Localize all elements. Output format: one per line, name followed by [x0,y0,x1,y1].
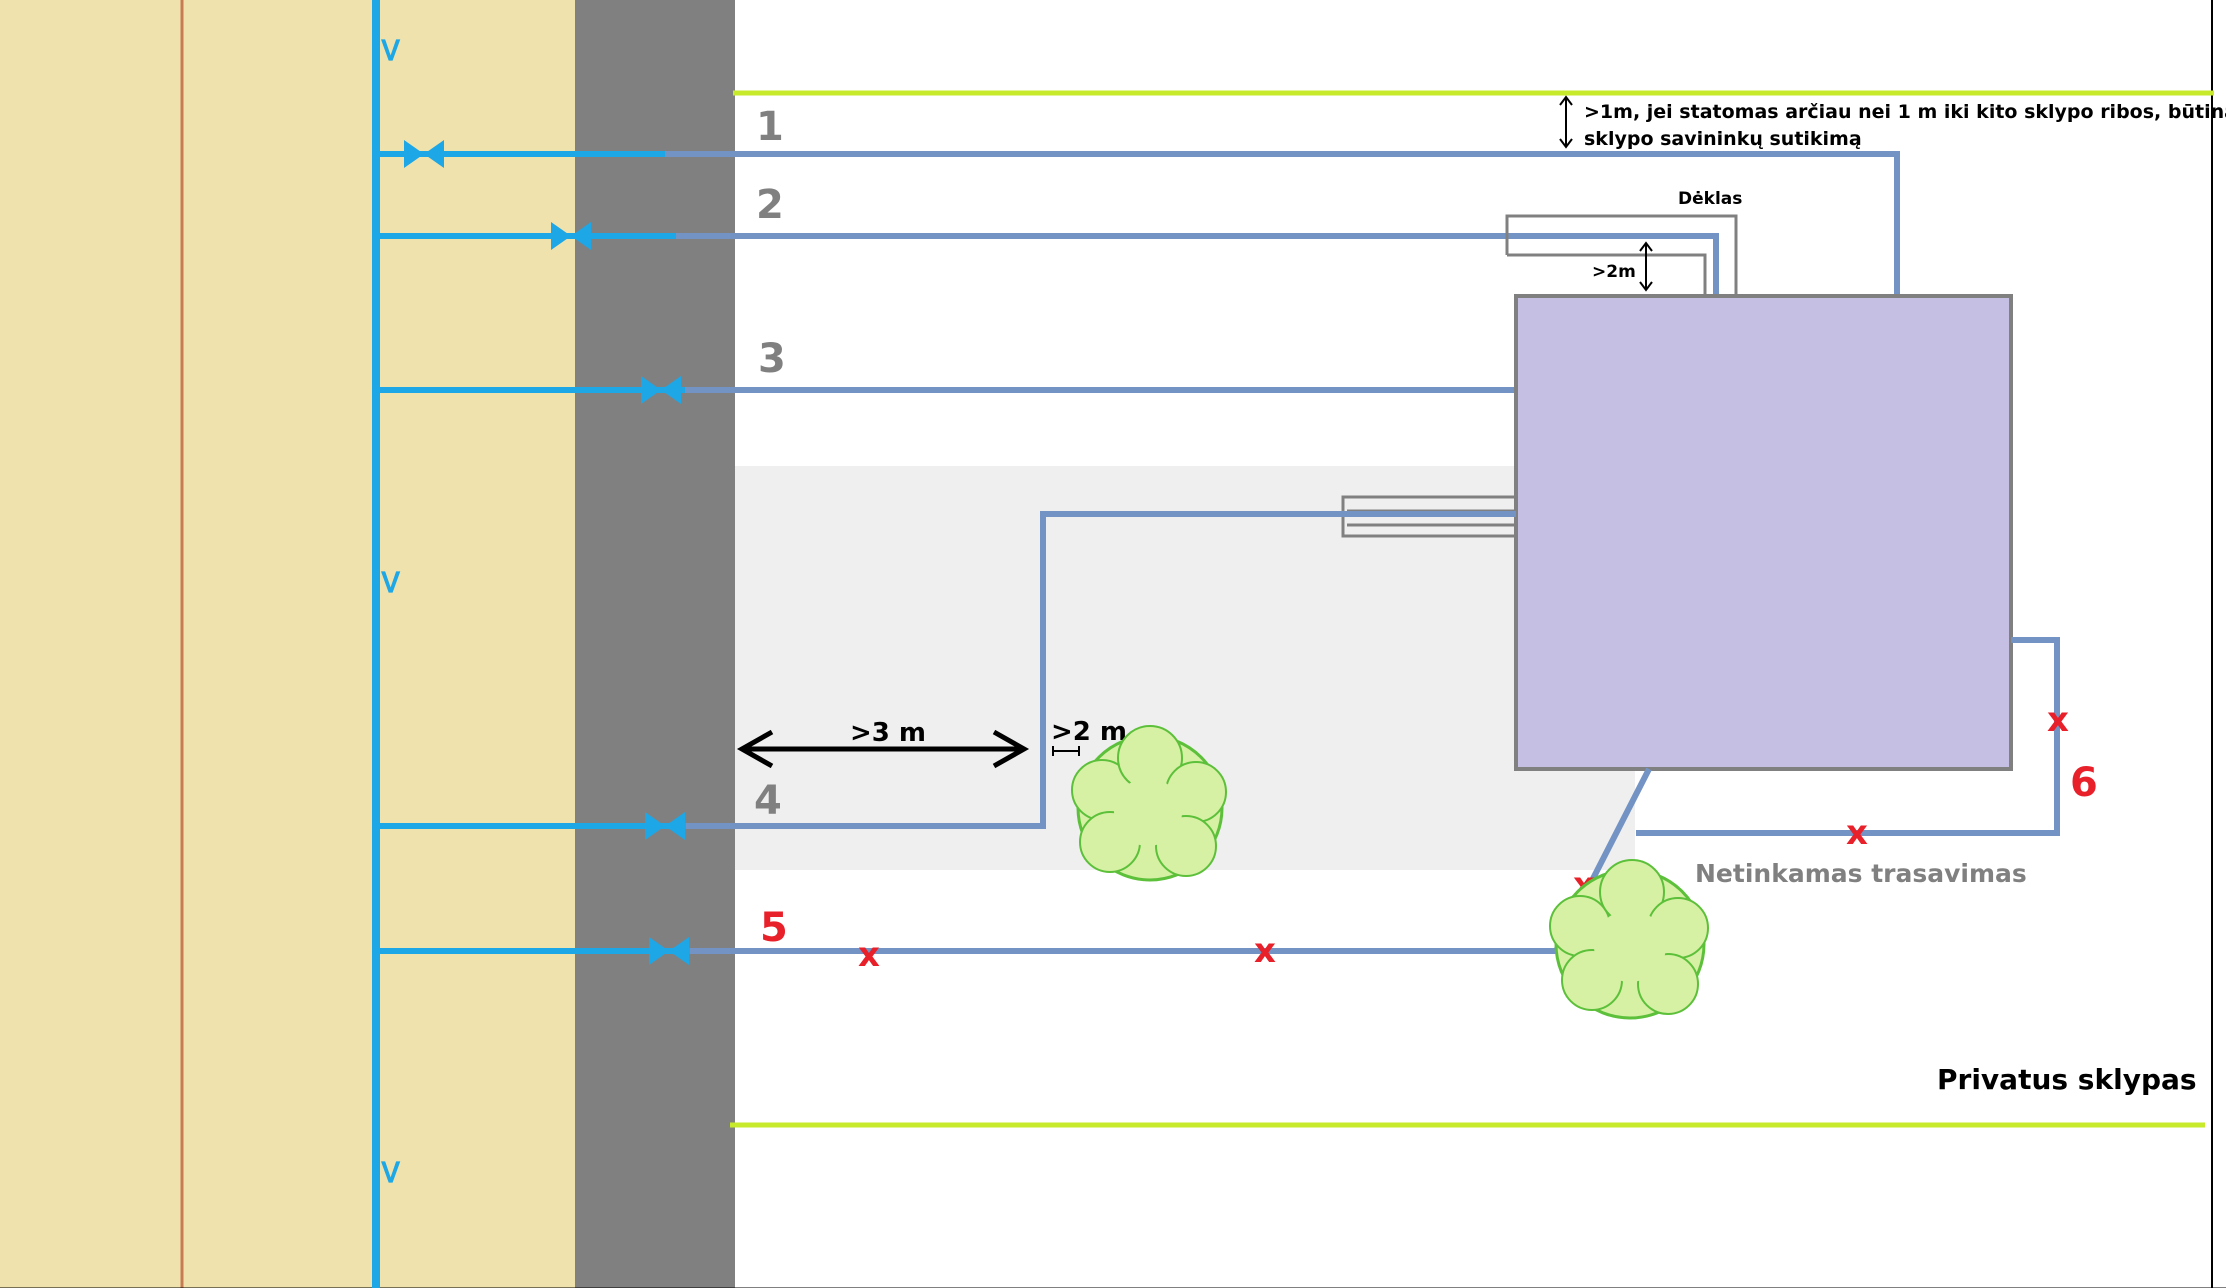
sleeve-distance-arrowhead [1639,281,1653,292]
distance-3m-label: >3 m [850,718,926,748]
private-plot-label: Privatus sklypas [1937,1063,2197,1096]
road-strip [575,0,735,1288]
wrong-routing-label: Netinkamas trasavimas [1695,859,2027,888]
sleeve-inner [1507,253,1707,296]
boundary-distance-arrowhead [1559,95,1573,106]
distance-3m-arrowhead-left [736,729,774,769]
branch-4-pipe [686,511,1516,829]
cross-mark-icon: x [1846,813,1868,853]
branch-2-number: 2 [756,182,784,228]
branch-6-pipe [1636,637,2060,836]
branch-2-pipe [676,233,1719,296]
boundary-distance-arrowhead [1559,138,1573,149]
boundary-note-line2: sklypo savininkų sutikimą [1584,128,1862,150]
distance-3m-arrowhead-right [992,729,1030,769]
sleeve-distance-arrowhead [1639,241,1653,252]
distance-2m-tree-label: >2 m [1051,717,1127,747]
flow-arrow-icon: > [371,36,411,65]
branch-1-pipe [665,151,1900,296]
branch-6-number: 6 [2070,760,2098,806]
branch-3-number: 3 [758,336,786,382]
flow-arrow-icon: > [371,1158,411,1187]
branch-5-number: 5 [760,905,788,951]
tree-icon [1549,859,1709,1020]
sleeve-distance-label: >2m [1592,262,1636,282]
street-area [0,0,575,1288]
cross-mark-icon: x [1254,931,1276,971]
boundary-note-line1: >1m, jei statomas arčiau nei 1 m iki kit… [1584,101,2226,123]
sleeve-outer [1505,214,1738,296]
branch-4-number: 4 [754,778,782,824]
branch-1-number: 1 [756,104,784,150]
cross-mark-icon: x [2047,700,2069,740]
building [1514,294,2013,771]
tree-icon [1071,725,1227,882]
flow-arrow-icon: > [371,568,411,597]
sleeve-label: Dėklas [1678,189,1742,209]
cross-mark-icon: x [858,935,880,975]
